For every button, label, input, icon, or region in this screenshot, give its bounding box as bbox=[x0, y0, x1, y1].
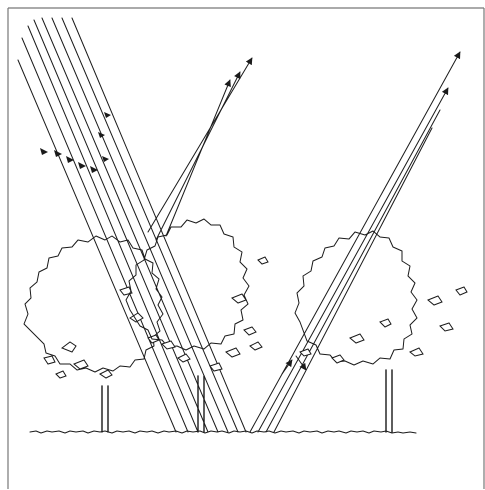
incident-arrowheads bbox=[40, 112, 111, 173]
tree-middle-trunk bbox=[197, 375, 205, 433]
figure-frame bbox=[7, 7, 485, 489]
scattered-arrows bbox=[281, 355, 307, 375]
incident-rays bbox=[17, 17, 247, 433]
tree-left bbox=[23, 235, 164, 433]
tree-left-canopy bbox=[23, 235, 164, 373]
tree-middle-leaf-clusters bbox=[161, 256, 269, 372]
tree-right bbox=[294, 230, 468, 433]
tree-middle-canopy bbox=[125, 218, 250, 351]
tree-middle bbox=[125, 218, 269, 433]
ground-line bbox=[29, 430, 417, 434]
tree-right-leaf-clusters bbox=[299, 286, 468, 364]
reflected-rays-right bbox=[249, 51, 461, 433]
tree-right-canopy bbox=[294, 230, 418, 366]
reflected-rays-canopy bbox=[147, 57, 253, 241]
tree-right-trunk bbox=[385, 369, 393, 433]
tree-left-trunk bbox=[101, 385, 109, 433]
